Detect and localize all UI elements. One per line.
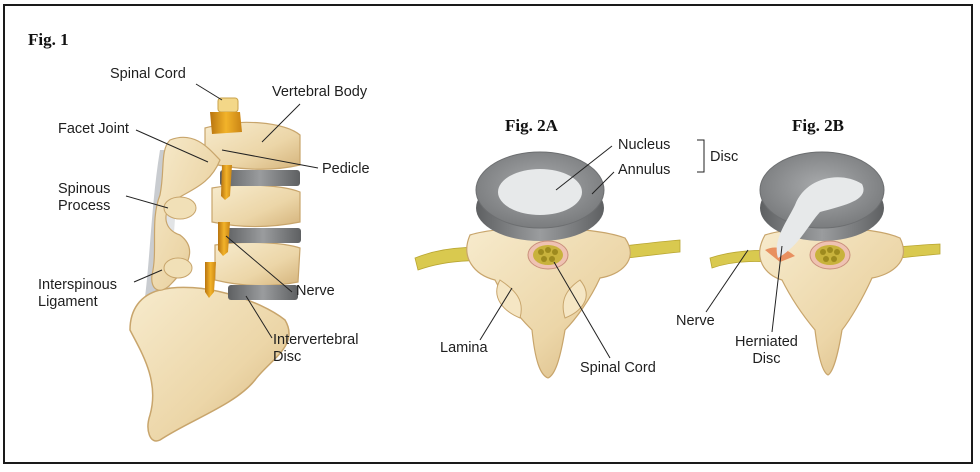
leader-spinous-process [125,195,169,209]
label-disc: Disc [710,149,739,165]
leader-interspinous-ligament [133,269,163,283]
spinal-cord-top [217,97,239,113]
leader-lines [125,83,783,359]
nerve-root [221,165,232,200]
leader-nerve [225,235,293,293]
label-annulus: Annulus [618,162,671,178]
spinous-process [163,257,193,279]
leader-nerve-2b [705,249,749,313]
cord-fiber [541,256,547,262]
label-intervertebral-disc: Intervertebral Disc [273,332,359,365]
leader-annulus [591,171,615,195]
spinous-process [163,196,197,220]
label-facet-joint: Facet Joint [58,121,129,137]
leader-lamina [479,287,513,341]
label-nerve-2b: Nerve [676,313,715,329]
label-herniated-disc: Herniated Disc [735,334,798,367]
leader-intervertebral-disc [245,295,273,339]
label-nerve: Nerve [296,283,335,299]
fig2b-herniated-disc [709,151,941,376]
cord-fiber [834,249,840,255]
label-spinal-cord-2a: Spinal Cord [580,360,656,376]
nerve-root [218,222,230,256]
sacrum [129,286,290,442]
cord-fiber [827,247,833,253]
leader-pedicle [221,149,319,169]
cord-fiber [538,249,544,255]
fig2a-title: Fig. 2A [505,116,558,135]
label-spinous-process: Spinous Process [58,181,111,214]
pedicle-orange [210,112,242,134]
fig2b-title: Fig. 2B [792,116,844,135]
fig2a-axial-disc [414,151,681,379]
disc-bracket [697,139,705,173]
cord-fiber [545,247,551,253]
label-nucleus: Nucleus [618,137,671,153]
fig1-title: Fig. 1 [28,30,69,49]
lamina-bone [759,227,904,376]
cord-fiber [552,249,558,255]
label-lamina: Lamina [440,340,488,356]
intervertebral-disc [220,170,300,186]
label-vertebral-body: Vertebral Body [272,84,368,100]
leader-facet-joint [135,129,209,163]
leader-spinal-cord [195,83,223,101]
label-pedicle: Pedicle [322,161,370,177]
intervertebral-disc [228,285,298,300]
label-interspinous-ligament: Interspinous Ligament [38,277,117,310]
leader-nucleus [555,145,613,191]
intervertebral-disc [225,228,301,243]
fig1-spine-lateral [129,97,301,442]
leader-vertebral-body [261,103,301,143]
nucleus [498,169,582,215]
leader-herniated-disc [771,245,783,333]
cord-fiber [823,256,829,262]
cord-fiber [549,256,555,262]
cord-fiber [831,256,837,262]
herniated-nucleus [776,177,864,258]
posterior-elements [151,136,221,291]
cord-fiber [820,249,826,255]
nerve-root [205,262,216,298]
label-spinal-cord: Spinal Cord [110,66,186,82]
leader-spinal-cord-2a [553,261,611,359]
